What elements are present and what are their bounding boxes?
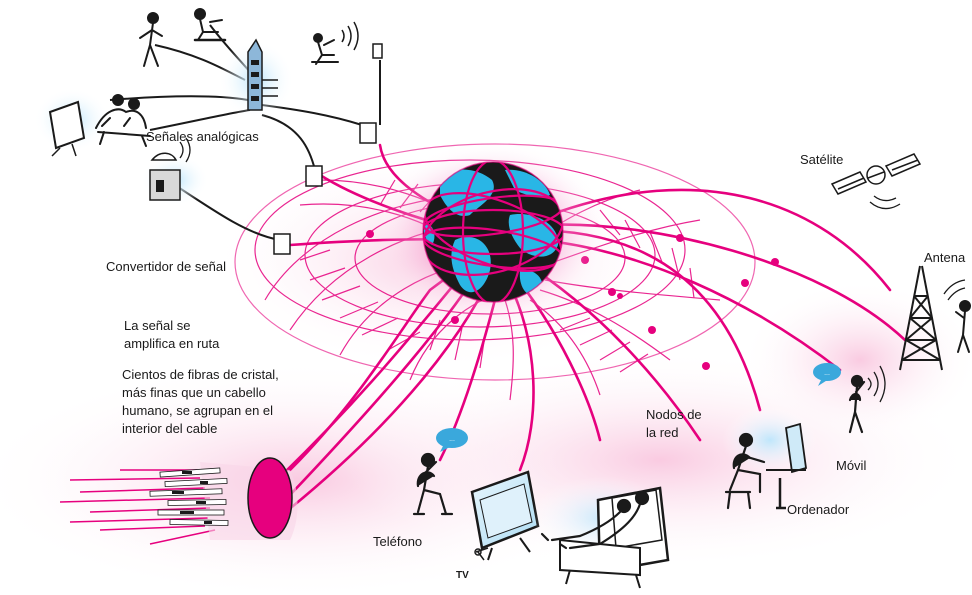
satellite-label: Satélite xyxy=(800,152,844,167)
person-icon xyxy=(955,300,971,353)
satellite-icon xyxy=(830,153,922,210)
fiber-bundle-icon xyxy=(59,457,298,545)
person-icon xyxy=(848,374,866,434)
person-icon xyxy=(724,432,766,510)
mobile-label: Móvil xyxy=(836,458,867,473)
speech-bubble-icon: ... xyxy=(813,363,841,386)
amplified-label-line1: La señal se xyxy=(124,318,191,333)
fibers-label-line2: más finas que un cabello xyxy=(122,385,266,400)
signal-converter-label: Convertidor de señal xyxy=(106,259,226,274)
network-nodes xyxy=(366,230,779,370)
signal-waves-icon xyxy=(341,21,359,51)
antenna-tower-icon xyxy=(899,265,943,371)
fibers-label-line3: humano, se agrupan en el xyxy=(122,403,274,418)
broadcast-station-icon xyxy=(218,38,294,120)
fibers-label-line4: interior del cable xyxy=(122,421,218,436)
tv-label: TV xyxy=(456,570,469,581)
signal-waves-icon xyxy=(867,365,886,403)
network-nodes-label-line2: la red xyxy=(646,425,679,440)
person-icon xyxy=(95,94,151,147)
fibers-label-line1: Cientos de fibras de cristal, xyxy=(122,367,279,382)
tv-icon xyxy=(34,88,110,157)
person-icon xyxy=(193,8,227,42)
converter-box-icon xyxy=(273,43,383,255)
svg-text:...: ... xyxy=(449,436,455,443)
telephone-label: Teléfono xyxy=(373,534,423,549)
computer-label: Ordenador xyxy=(787,502,850,517)
network-nodes-label-line1: Nodos de xyxy=(646,407,702,422)
antenna-label: Antena xyxy=(924,250,966,265)
person-icon xyxy=(311,33,339,65)
speech-bubble-icon: ... xyxy=(436,428,468,452)
amplified-label-line2: amplifica en ruta xyxy=(124,336,220,351)
signal-waves-icon xyxy=(943,279,966,301)
person-icon xyxy=(412,452,454,516)
person-icon xyxy=(139,12,163,67)
armchair-icon xyxy=(530,475,672,589)
svg-text:...: ... xyxy=(824,370,830,377)
analog-signals-label: Señales analógicas xyxy=(146,129,259,144)
person-icon xyxy=(540,490,650,550)
satellite-dish-icon xyxy=(141,137,209,206)
